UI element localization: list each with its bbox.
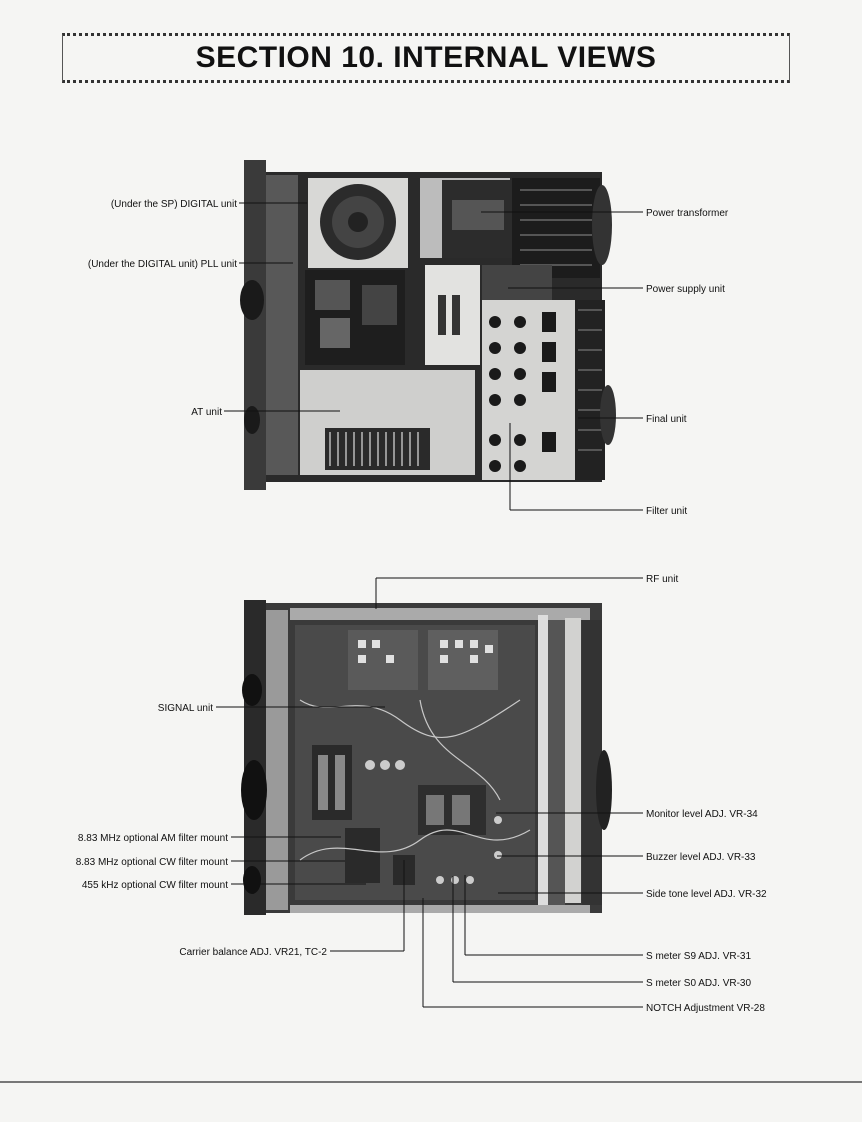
label-side-tone-level: Side tone level ADJ. VR-32 — [646, 889, 767, 900]
label-final-unit: Final unit — [646, 414, 687, 425]
label-cw-filter-mount-883: 8.83 MHz optional CW filter mount — [76, 857, 229, 868]
label-monitor-level: Monitor level ADJ. VR-34 — [646, 809, 758, 820]
label-filter-unit: Filter unit — [646, 506, 687, 517]
label-power-transformer: Power transformer — [646, 208, 729, 219]
label-buzzer-level: Buzzer level ADJ. VR-33 — [646, 852, 756, 863]
label-am-filter-mount: 8.83 MHz optional AM filter mount — [78, 833, 228, 844]
page-bottom-rule — [0, 1081, 862, 1083]
label-notch-adjustment: NOTCH Adjustment VR-28 — [646, 1003, 765, 1014]
section-title: SECTION 10. INTERNAL VIEWS — [195, 41, 657, 74]
label-signal-unit: SIGNAL unit — [158, 703, 213, 714]
label-carrier-balance: Carrier balance ADJ. VR21, TC-2 — [179, 947, 327, 958]
bottom-view-photo — [241, 600, 612, 915]
top-view-photo — [240, 160, 616, 490]
section-title-box: SECTION 10. INTERNAL VIEWS — [62, 33, 790, 83]
bottom-view-labels: RF unit SIGNAL unit 8.83 MHz optional AM… — [76, 574, 767, 1014]
label-power-supply-unit: Power supply unit — [646, 284, 725, 295]
leader-lines — [216, 202, 643, 1008]
top-view-labels: (Under the SP) DIGITAL unit (Under the D… — [88, 199, 729, 517]
label-at-unit: AT unit — [191, 407, 222, 418]
label-digital-unit: (Under the SP) DIGITAL unit — [111, 199, 237, 210]
label-pll-unit: (Under the DIGITAL unit) PLL unit — [88, 259, 237, 270]
label-s-meter-s0: S meter S0 ADJ. VR-30 — [646, 978, 751, 989]
label-s-meter-s9: S meter S9 ADJ. VR-31 — [646, 951, 751, 962]
label-rf-unit: RF unit — [646, 574, 678, 585]
label-cw-filter-mount-455: 455 kHz optional CW filter mount — [82, 880, 228, 891]
